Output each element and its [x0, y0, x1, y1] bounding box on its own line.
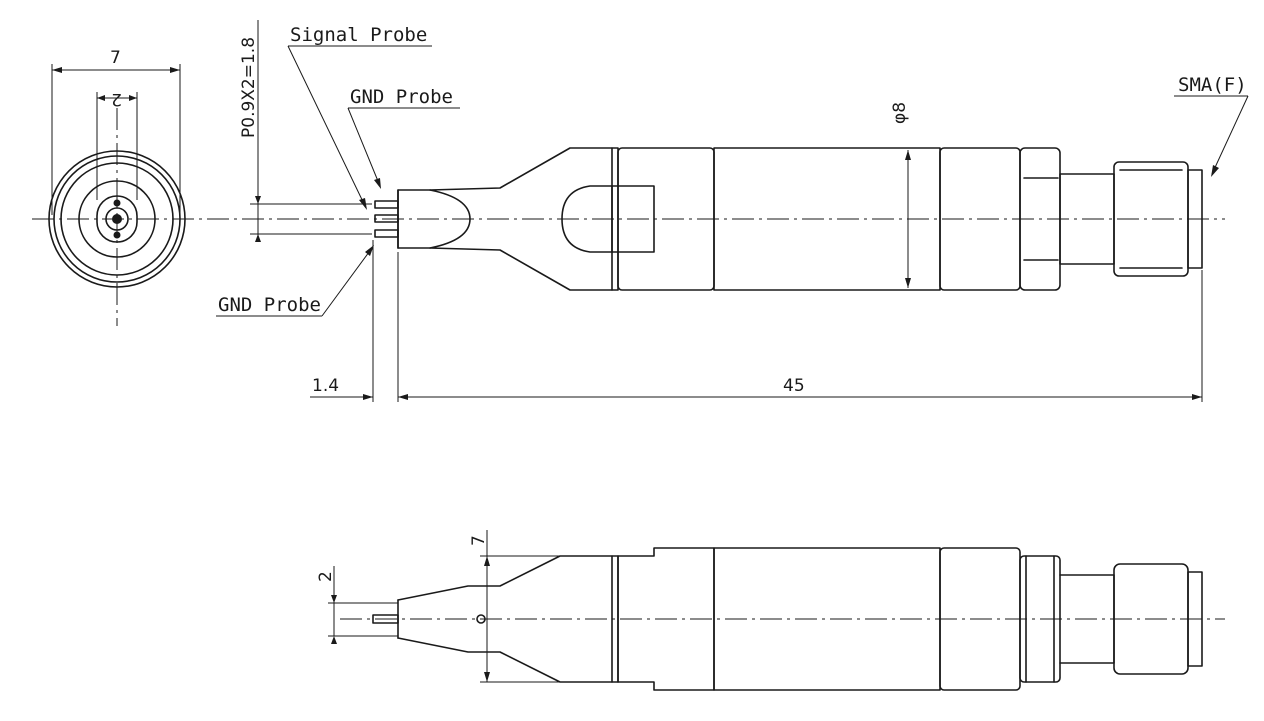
end-width-dimension: 7	[110, 48, 121, 68]
leader-lines	[216, 45, 1249, 317]
pitch-dimension: P0.9X2=1.8	[239, 37, 259, 138]
tip-offset-dimension: 1.4	[312, 376, 339, 396]
side-dimension-lines	[328, 530, 560, 683]
diameter-dimension-lines	[905, 150, 911, 288]
diameter-dimension: φ8	[890, 102, 910, 124]
end-view	[32, 64, 1225, 326]
top-view-probe	[374, 147, 1203, 291]
side-view-probe	[340, 547, 1225, 691]
side-tip-dimension: 2	[316, 571, 336, 582]
length-dimension: 45	[783, 376, 805, 396]
length-dimension-lines	[310, 240, 1203, 402]
gnd-probe-bottom-label: GND Probe	[218, 294, 321, 316]
sma-label: SMA(F)	[1178, 74, 1247, 96]
signal-probe-label: Signal Probe	[290, 24, 427, 46]
side-width-dimension: 7	[469, 535, 489, 546]
end-pitch-dimension: 2	[111, 89, 122, 109]
gnd-probe-top-label: GND Probe	[350, 86, 453, 108]
pitch-dimension-lines	[250, 20, 372, 242]
